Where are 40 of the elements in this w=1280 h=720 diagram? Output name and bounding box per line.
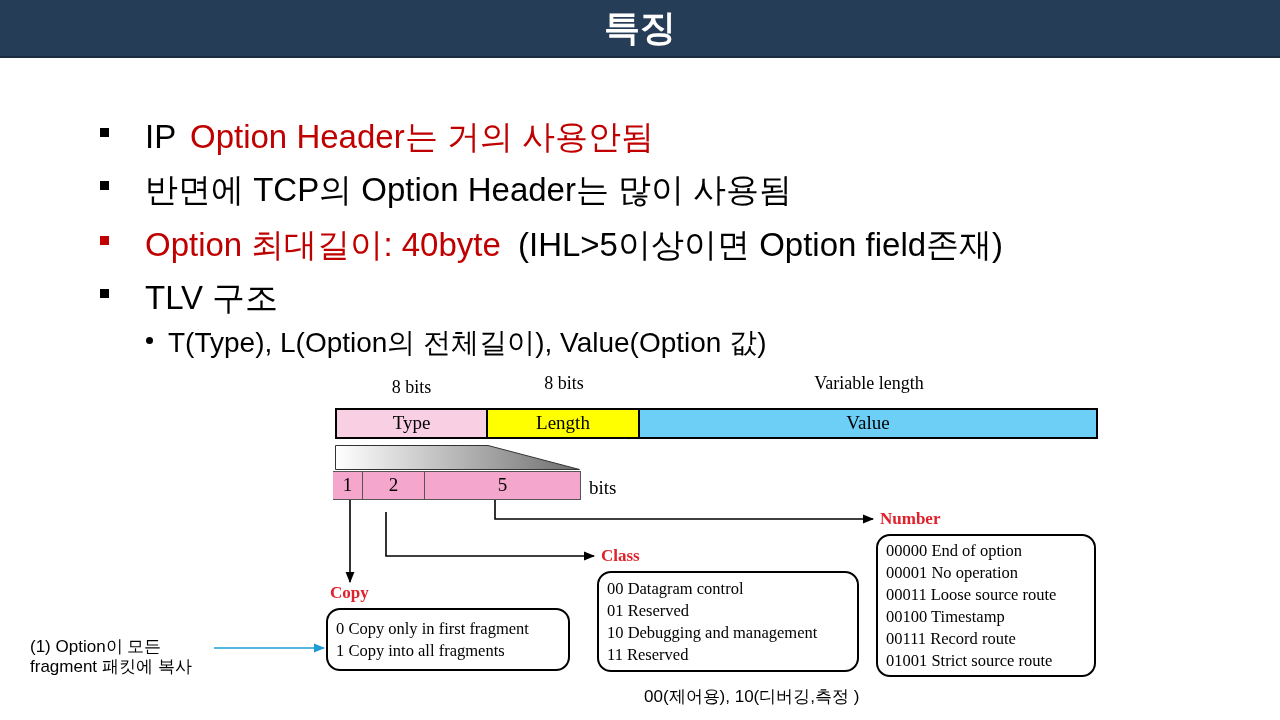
bullet-text: Option 최대길이: 40byte — [145, 225, 501, 265]
bit-segment: 2 — [363, 471, 425, 500]
field-heading: Number — [880, 509, 941, 529]
arrow — [213, 643, 326, 653]
arrow — [385, 511, 596, 561]
bullet-text: 반면에 TCP의 Option Header는 많이 사용됨 — [145, 170, 793, 210]
bullet-text: Option Header는 거의 사용안됨 — [190, 117, 654, 157]
table-row-text: 00000 End of option — [886, 539, 1024, 562]
bit-segment: 1 — [333, 471, 363, 500]
bit-width-label: Variable length — [814, 372, 924, 395]
table-row-text: 00111 Record route — [886, 627, 1017, 650]
table-row-text: 01001 Strict source route — [886, 649, 1054, 672]
field-heading: Copy — [330, 583, 369, 603]
table-row-text: 00 Datagram control — [607, 577, 745, 600]
arrow — [494, 499, 875, 524]
note-text: (1) Option이 모든 fragment 패킷에 복사 — [30, 637, 210, 677]
field-segment: Type — [335, 408, 488, 439]
bit-segment: 5 — [425, 471, 581, 500]
table-row-text: 01 Reserved — [607, 599, 691, 622]
table-row-text: 00100 Timestamp — [886, 605, 1006, 628]
field-segment: Length — [488, 408, 640, 439]
bit-width-label: 8 bits — [544, 372, 584, 395]
bullet-text: (IHL>5이상이면 Option field존재) — [518, 225, 1004, 265]
table-row-text: 10 Debugging and management — [607, 621, 819, 644]
unit-label: bits — [589, 476, 617, 500]
table-row-text: 11 Reserved — [607, 643, 690, 666]
field-segment: Value — [640, 408, 1098, 439]
note-text: 00(제어용), 10(디버깅,측정 ) — [644, 686, 860, 708]
bullet-text: IP — [145, 117, 177, 157]
bit-width-label: 8 bits — [391, 376, 432, 399]
arrow — [345, 499, 355, 584]
table-row-text: 00001 No operation — [886, 561, 1019, 584]
bullet-text: TLV 구조 — [145, 278, 279, 318]
zoom-trapezoid — [335, 445, 580, 470]
table-row-text: 1 Copy into all fragments — [336, 639, 506, 662]
table-row-text: 00011 Loose source route — [886, 583, 1058, 606]
slide-title: 특징 — [604, 6, 676, 50]
table-row-text: 0 Copy only in first fragment — [336, 617, 530, 640]
field-heading: Class — [601, 546, 640, 566]
sub-bullet-text: T(Type), L(Option의 전체길이), Value(Option 값) — [168, 326, 767, 360]
